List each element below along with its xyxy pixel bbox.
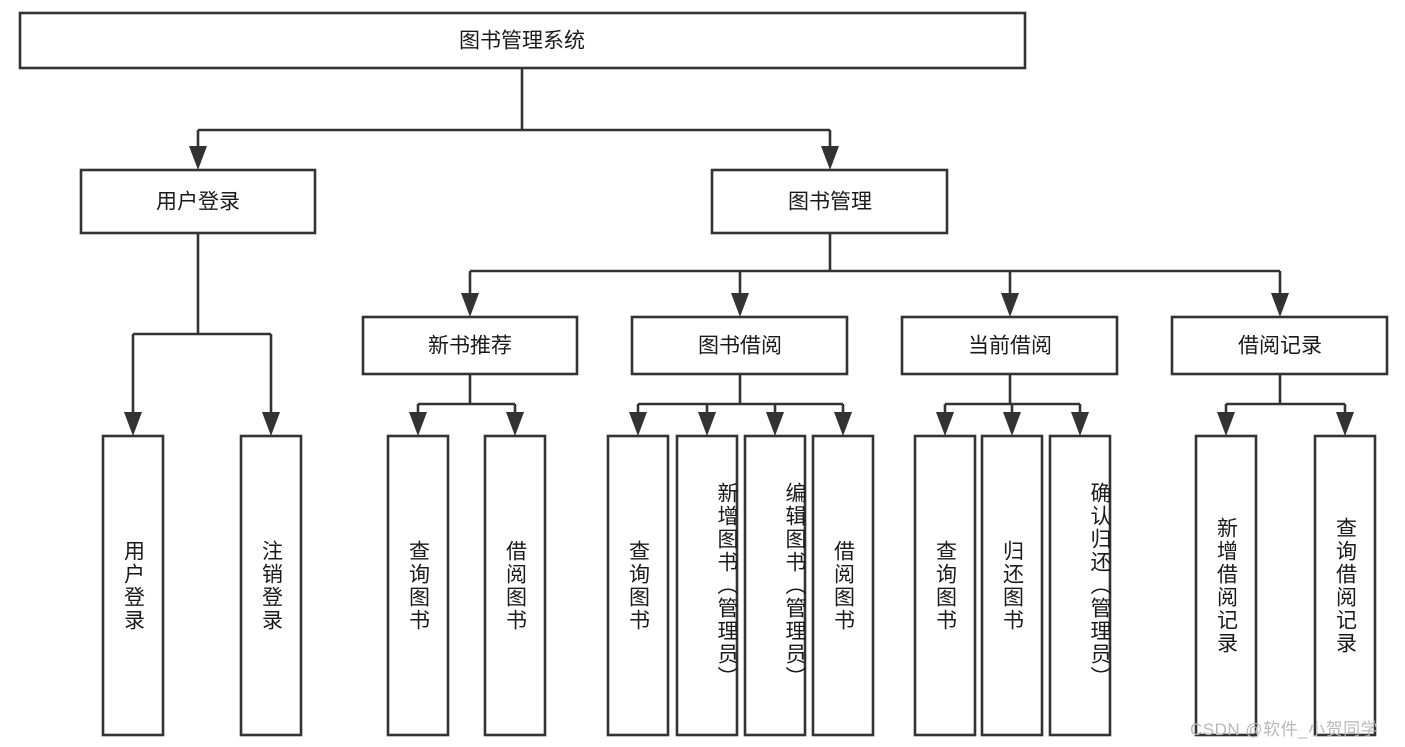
arrow-head-new-book-recommend (461, 293, 479, 317)
node-box-leaf-current-0[interactable] (913, 434, 977, 737)
arrow-head-leaf-current-1 (1003, 412, 1021, 436)
arrow-head-leaf-record-0 (1217, 412, 1235, 436)
node-box-leaf-recommend-0[interactable] (386, 434, 450, 737)
arrow-head-book-borrow (731, 293, 749, 317)
arrow-head-leaf-record-1 (1336, 412, 1354, 436)
edges-current-borrow-to-leaves (936, 374, 1089, 436)
node-box-leaf-borrow-2[interactable] (743, 434, 807, 737)
arrow-head-leaf-recommend-1 (506, 412, 524, 436)
edges-book-borrow-to-leaves (629, 374, 852, 436)
label-current-borrow: 当前借阅 (968, 335, 1052, 358)
node-box-new-book-recommend[interactable] (361, 315, 579, 376)
node-box-leaf-user-0[interactable] (101, 434, 165, 737)
arrow-head-leaf-borrow-1 (698, 412, 716, 436)
label-borrow-record: 借阅记录 (1238, 335, 1322, 358)
arrow-head-leaf-recommend-0 (409, 412, 427, 436)
label-user-login: 用户登录 (156, 191, 240, 214)
edges-borrow-record-to-leaves (1217, 374, 1354, 436)
arrow-head-leaf-current-0 (936, 412, 954, 436)
label-root: 图书管理系统 (459, 30, 585, 53)
node-box-leaf-user-1[interactable] (239, 434, 303, 737)
node-box-leaf-record-1[interactable] (1313, 434, 1377, 737)
edges-root-to-level2 (189, 68, 839, 170)
arrow-head-borrow-record (1271, 293, 1289, 317)
arrow-head-book-manage (821, 146, 839, 170)
node-box-root[interactable] (18, 11, 1027, 70)
label-book-manage: 图书管理 (788, 191, 872, 214)
edges-book-manage-to-level3 (461, 233, 1289, 317)
node-box-leaf-current-2[interactable] (1048, 434, 1112, 737)
node-box-book-manage[interactable] (710, 168, 949, 235)
node-box-leaf-record-0[interactable] (1194, 434, 1258, 737)
node-box-leaf-recommend-1[interactable] (483, 434, 547, 737)
node-box-book-borrow[interactable] (630, 315, 849, 376)
arrow-head-user-login (189, 146, 207, 170)
node-box-leaf-borrow-0[interactable] (606, 434, 670, 737)
arrow-head-leaf-borrow-2 (766, 412, 784, 436)
label-book-borrow: 图书借阅 (698, 335, 782, 358)
node-labels-horizontal: 图书管理系统 用户登录 图书管理 新书推荐 图书借阅 当前借阅 借阅记录 (156, 30, 1322, 358)
node-box-leaf-borrow-3[interactable] (811, 434, 875, 737)
arrow-head-leaf-user-1 (262, 412, 280, 436)
csdn-watermark: CSDN @软件_小贺同学 (1190, 720, 1379, 739)
label-new-book-recommend: 新书推荐 (428, 335, 512, 358)
node-boxes (18, 11, 1389, 737)
edges-user-login-to-leaves (124, 233, 280, 436)
arrow-head-leaf-borrow-3 (834, 412, 852, 436)
node-box-leaf-current-1[interactable] (980, 434, 1044, 737)
arrow-head-current-borrow (1001, 293, 1019, 317)
node-box-user-login[interactable] (79, 168, 317, 235)
arrow-head-leaf-current-2 (1071, 412, 1089, 436)
node-box-borrow-record[interactable] (1170, 315, 1389, 376)
arrow-head-leaf-user-0 (124, 412, 142, 436)
arrow-head-leaf-borrow-0 (629, 412, 647, 436)
node-box-leaf-borrow-1[interactable] (675, 434, 739, 737)
node-box-current-borrow[interactable] (900, 315, 1119, 376)
edges-new-book-recommend-to-leaves (409, 374, 524, 436)
